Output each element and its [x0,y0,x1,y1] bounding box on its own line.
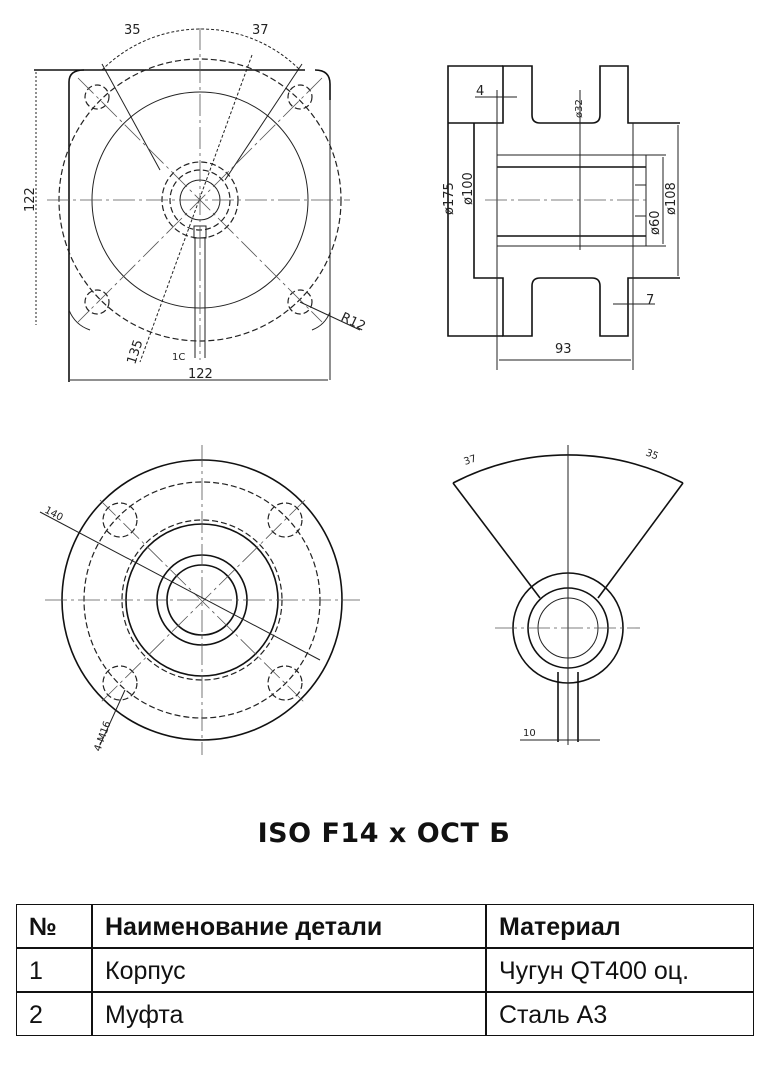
cell-part-name: Корпус [92,948,487,993]
front-view: 35 37 122 122 135 1C R12 [23,23,368,382]
dim-coupling-37: 37 [463,453,479,467]
drawing-title: ISO F14 x ОСТ Б [257,818,511,849]
parts-table: № Наименование детали Материал 1 Корпус … [16,904,754,1036]
dim-d60: ø60 [648,211,663,236]
table-row: 2 Муфта Сталь А3 [16,992,754,1036]
dim-wall: 4 [476,84,484,99]
dim-key: 1C [172,352,185,363]
table-row: 1 Корпус Чугун QT400 оц. [16,948,754,993]
side-view: 4 ø32 ø175 ø100 ø108 ø60 7 93 [442,65,680,370]
flange-view: 140 4-M16 [39,445,360,755]
dim-length: 93 [555,342,572,357]
dim-diameter: 135 [125,338,147,366]
table-header-row: № Наименование детали Материал [16,904,754,949]
dim-radius: R12 [338,310,368,334]
dim-coupling-key: 10 [523,728,536,739]
dim-coupling-35: 35 [644,448,660,463]
cell-material: Сталь А3 [486,992,754,1036]
dim-d32: ø32 [574,99,585,118]
cell-material: Чугун QT400 оц. [486,948,754,993]
header-number: № [16,904,93,949]
cell-number: 2 [16,992,93,1036]
dim-angle-37: 37 [252,23,269,38]
coupling-view: 37 35 10 [452,445,684,745]
dim-d100: ø100 [461,172,476,205]
header-part-name: Наименование детали [92,904,487,949]
technical-drawing: 35 37 122 122 135 1C R12 4 ø32 ø175 ø100… [23,23,684,755]
cell-number: 1 [16,948,93,993]
dim-d108: ø108 [664,182,679,215]
cell-part-name: Муфта [92,992,487,1036]
dim-height: 122 [23,187,38,212]
dim-width: 122 [188,367,213,382]
dim-flange-diameter: 140 [43,505,65,524]
dim-bolts: 4-M16 [92,720,113,753]
dim-d175: ø175 [442,182,457,215]
dim-thick: 7 [646,293,654,308]
dim-angle-35: 35 [124,23,141,38]
header-material: Материал [486,904,754,949]
